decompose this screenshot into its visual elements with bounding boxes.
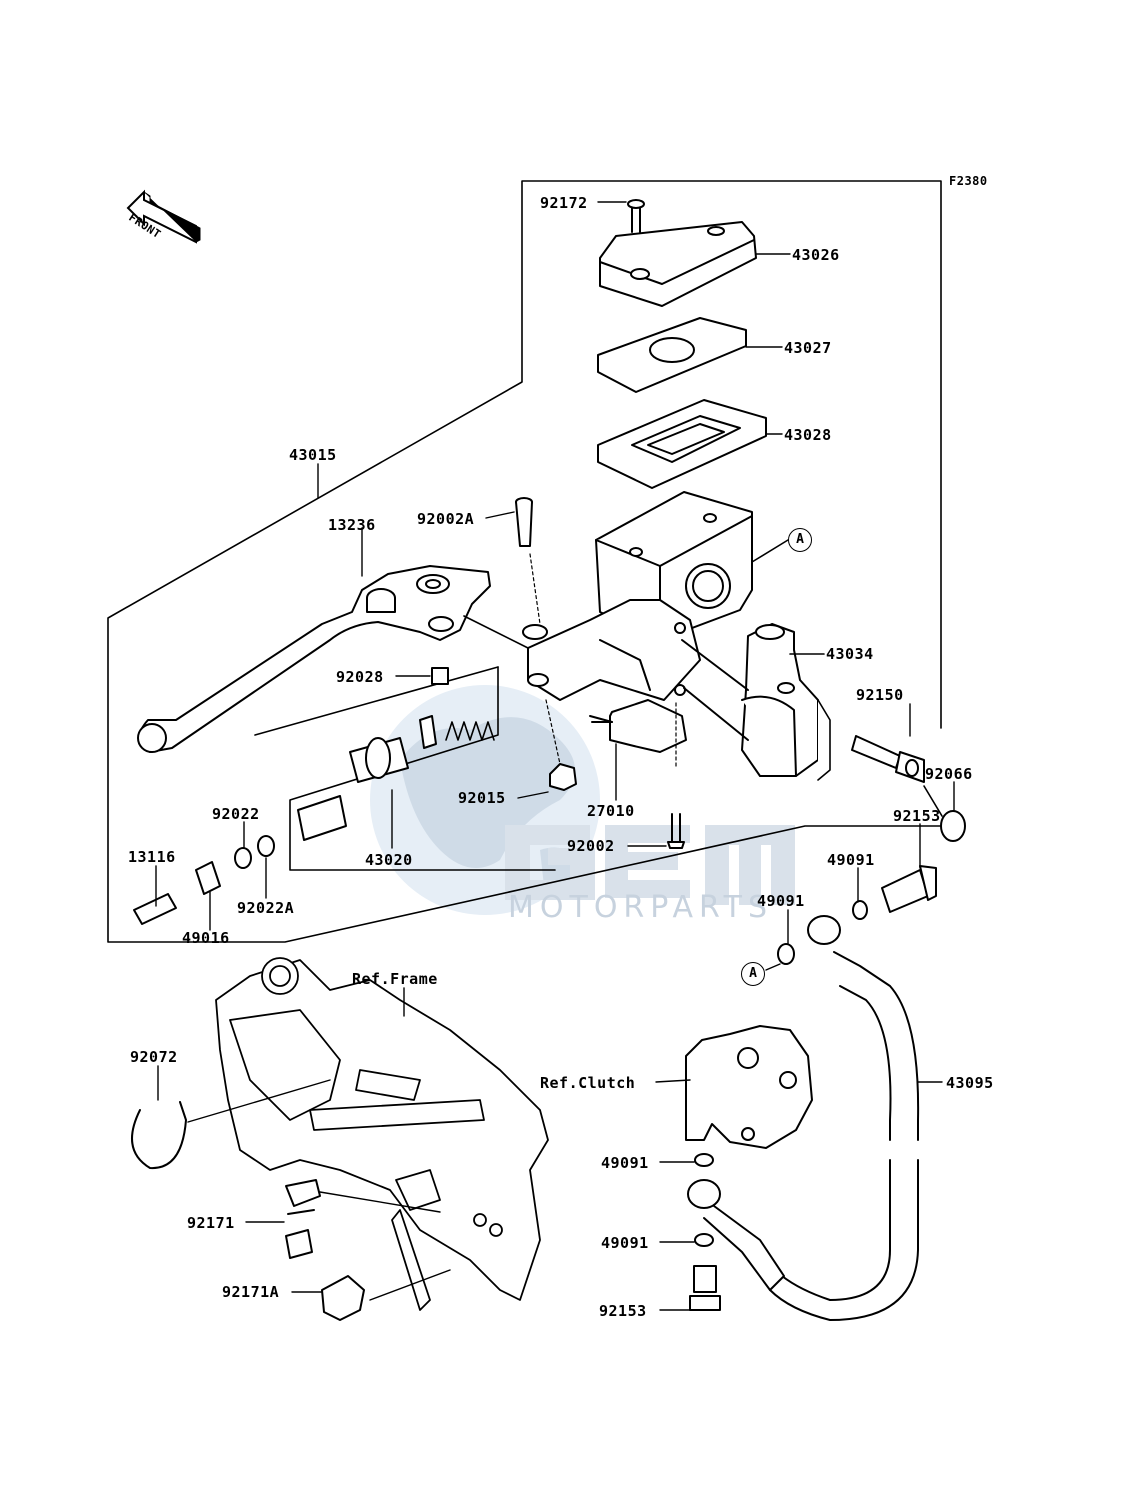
washer-49091-c	[694, 1153, 714, 1167]
part-label-27010[interactable]: 27010	[587, 802, 635, 820]
part-label-92002a[interactable]: 92002A	[417, 510, 475, 528]
nut-92015	[549, 763, 577, 791]
clutch-slave-cover	[685, 1025, 813, 1149]
part-label-43027[interactable]: 43027	[784, 339, 832, 357]
part-label-92172[interactable]: 92172	[540, 194, 588, 212]
part-label-92171[interactable]: 92171	[187, 1214, 235, 1232]
banjo-fitting-lower	[687, 1179, 785, 1291]
push-rod	[133, 861, 221, 925]
part-label-92028[interactable]: 92028	[336, 668, 384, 686]
part-label-92171a[interactable]: 92171A	[222, 1283, 280, 1301]
master-cylinder-assembly-outline	[107, 180, 952, 943]
washer-92022a	[257, 835, 275, 857]
reservoir-cap	[599, 221, 757, 307]
banjo-bolt-top	[881, 865, 937, 913]
part-label-92066[interactable]: 92066	[925, 765, 973, 783]
clamp-92171	[285, 1179, 321, 1259]
band-92072	[131, 1101, 187, 1170]
clutch-switch	[589, 699, 687, 753]
reservoir-diaphragm	[597, 399, 767, 489]
cap-92066	[940, 810, 966, 842]
part-label-92153-bottom[interactable]: 92153	[599, 1302, 647, 1320]
part-label-92150[interactable]: 92150	[856, 686, 904, 704]
piston-kit-outline	[289, 666, 556, 871]
circlip-92022	[234, 847, 252, 869]
part-label-92153-top[interactable]: 92153	[893, 807, 941, 825]
piston-parts	[297, 715, 437, 841]
part-label-49091-c[interactable]: 49091	[601, 1154, 649, 1172]
part-label-49091-b[interactable]: 49091	[757, 892, 805, 910]
part-label-43026[interactable]: 43026	[792, 246, 840, 264]
part-label-43020[interactable]: 43020	[365, 851, 413, 869]
callout-a-lower: A	[741, 962, 765, 986]
part-label-43028[interactable]: 43028	[784, 426, 832, 444]
handlebar-clamp	[681, 623, 831, 781]
washer-49091-b	[777, 943, 795, 965]
part-label-49091-a[interactable]: 49091	[827, 851, 875, 869]
part-label-49016[interactable]: 49016	[182, 929, 230, 947]
part-label-92022a[interactable]: 92022A	[237, 899, 295, 917]
part-label-49091-d[interactable]: 49091	[601, 1234, 649, 1252]
part-label-13236[interactable]: 13236	[328, 516, 376, 534]
front-direction-icon	[126, 189, 201, 244]
part-label-43015[interactable]: 43015	[289, 446, 337, 464]
part-label-13116[interactable]: 13116	[128, 848, 176, 866]
watermark-text: MOTORPARTS	[508, 890, 774, 925]
motorcycle-frame	[215, 957, 549, 1311]
part-label-92072[interactable]: 92072	[130, 1048, 178, 1066]
leader-lines	[155, 201, 955, 1311]
ref-frame-label[interactable]: Ref.Frame	[352, 970, 438, 988]
part-label-92022[interactable]: 92022	[212, 805, 260, 823]
diagram-code: F2380	[949, 174, 988, 188]
pivot-bolt	[515, 497, 533, 547]
part-label-43034[interactable]: 43034	[826, 645, 874, 663]
callout-a-upper: A	[788, 528, 812, 552]
master-cylinder-body	[522, 491, 753, 701]
reservoir-plate	[597, 317, 747, 393]
screw-92172	[627, 199, 645, 233]
bushing-92028	[431, 667, 449, 685]
clutch-lever	[137, 565, 491, 753]
part-label-92015[interactable]: 92015	[458, 789, 506, 807]
banjo-bolt-bottom	[689, 1265, 721, 1311]
screw-92002	[667, 813, 685, 849]
washer-49091-d	[694, 1233, 714, 1247]
bolt-92150	[851, 735, 925, 783]
part-label-92002[interactable]: 92002	[567, 837, 615, 855]
ref-clutch-label[interactable]: Ref.Clutch	[540, 1074, 636, 1092]
clutch-hose	[769, 915, 920, 1321]
piston-spring	[445, 721, 495, 741]
washer-49091-a	[852, 900, 868, 920]
clamp-92171a	[321, 1275, 365, 1321]
part-label-43095[interactable]: 43095	[946, 1074, 994, 1092]
